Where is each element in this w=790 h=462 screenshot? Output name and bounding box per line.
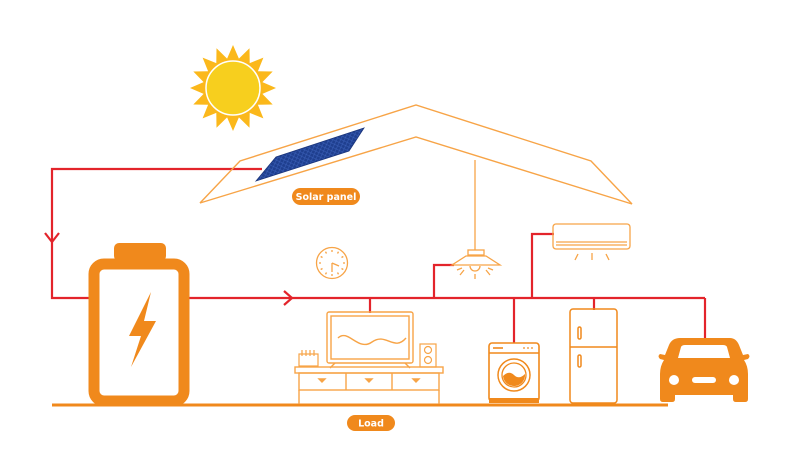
solar-panel-pill — [292, 188, 360, 205]
vases-icon — [298, 350, 319, 367]
arrow-down-icon — [44, 232, 60, 244]
clock-icon — [315, 246, 349, 280]
wiring — [44, 167, 707, 343]
lightning-bolt-icon — [129, 292, 156, 367]
fridge-icon — [569, 308, 618, 404]
wire-to-ac — [530, 232, 554, 298]
sun-core — [205, 60, 261, 116]
clock-tick — [341, 255, 344, 259]
clock-tick — [320, 255, 323, 259]
washing-machine-icon — [488, 342, 540, 403]
air-conditioner-icon — [552, 223, 631, 261]
tv-stand-icon — [294, 366, 444, 404]
speaker-icon — [419, 343, 437, 368]
clock-tick — [336, 251, 340, 254]
roof-outer-line — [199, 104, 633, 205]
clock-tick — [324, 272, 328, 275]
solar-panel-icon — [254, 127, 365, 182]
clock-tick — [341, 267, 344, 271]
clock-tick — [324, 251, 328, 254]
load-label: Load — [347, 415, 395, 431]
battery-icon — [88, 243, 190, 407]
tv-icon — [326, 311, 414, 369]
sun-icon — [190, 45, 276, 131]
wire-panel-to-battery — [50, 167, 262, 300]
roof-inner-line — [199, 136, 633, 205]
load-text: Load — [358, 419, 384, 430]
arrow-right-icon — [283, 290, 294, 306]
solar-panel-text: Solar panel — [296, 192, 357, 203]
battery-cap — [114, 243, 166, 261]
solar-panel-label: Solar panel — [292, 188, 360, 205]
house-roof — [199, 104, 633, 205]
clock-tick — [336, 272, 340, 275]
lamp-icon — [449, 160, 503, 279]
clock-tick — [320, 267, 323, 271]
wire-to-lamp — [432, 263, 454, 298]
car-icon — [658, 338, 750, 402]
load-pill — [347, 415, 395, 431]
